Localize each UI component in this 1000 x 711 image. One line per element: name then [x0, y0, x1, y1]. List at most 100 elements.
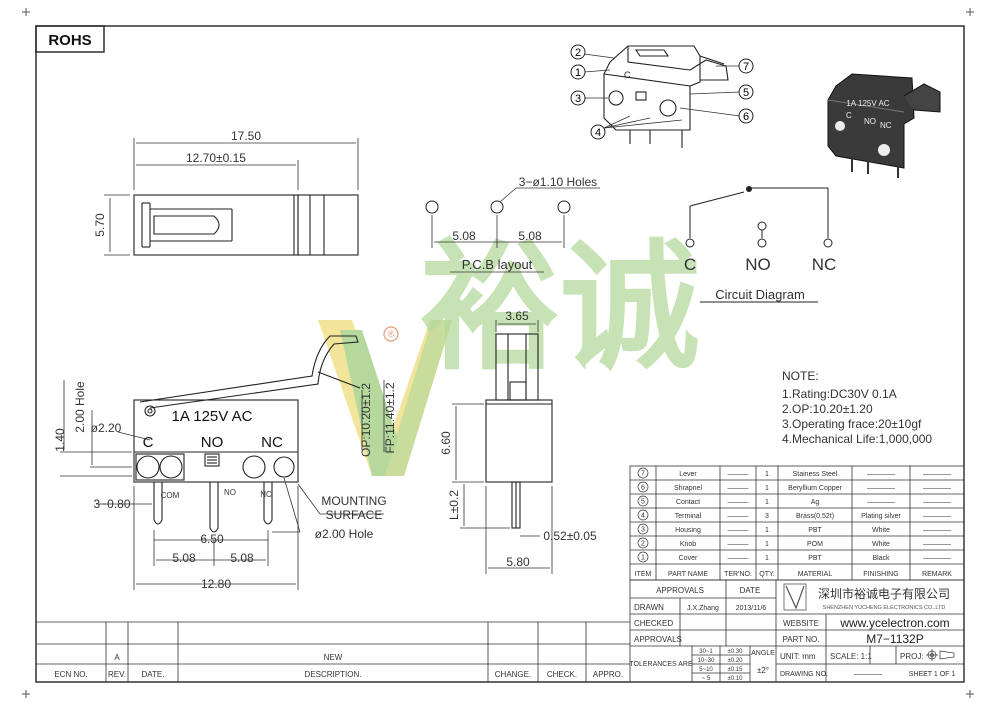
tb-date-hdr: DATE [740, 586, 761, 595]
tb-approvals-hdr: APPROVALS [656, 586, 704, 595]
bom-hdr-qty: QTY. [759, 571, 774, 578]
tb-tol-range-1: 30~1 [699, 649, 713, 655]
dim-2-00-hole: 2.00 Hole [73, 381, 87, 433]
part-no-label: PART NO. [783, 635, 820, 644]
tb-tolerances: TOLERANCES ARE [629, 661, 693, 668]
mounting-label-2: SURFACE [326, 508, 383, 522]
tb-tol-val-3: ±0.15 [728, 667, 744, 673]
bom-cell-name: Cover [679, 555, 698, 562]
dim-d2-00-hole: ø2.00 Hole [315, 527, 374, 541]
dim-l-0-2: L±0.2 [447, 490, 461, 520]
bom-hdr-ter: TER'NO. [724, 571, 752, 578]
rev-hdr-ecn: ECN NO. [54, 670, 87, 679]
bom-hdr-material: MATERIAL [798, 571, 833, 578]
note-2: 2.OP:10.20±1.20 [782, 402, 873, 416]
dim-17-50: 17.50 [231, 129, 261, 143]
bom-hdr-remark: REMARK [922, 571, 952, 578]
iso-view [603, 45, 729, 148]
tb-angle-value: ±2° [757, 666, 769, 675]
note-3: 3.Operating frace:20±10gf [782, 417, 922, 431]
bom-cell-finishing: White [872, 541, 890, 548]
notes-title: NOTE: [782, 369, 819, 383]
iso-view-dark [827, 73, 941, 178]
bom-item-bubble [637, 467, 649, 479]
dim-3-65: 3.65 [505, 309, 529, 323]
bom-cell-qty: 1 [765, 527, 769, 534]
note-1: 1.Rating:DC30V 0.1A [782, 387, 897, 401]
website-label: WEBSITE [783, 619, 819, 628]
dim-6-50: 6.50 [200, 532, 224, 546]
bom-cell-qty: 3 [765, 513, 769, 520]
iso-dark-rating: 1A 125V AC [846, 99, 889, 108]
revision-new: NEW [324, 653, 343, 662]
bom-hdr-finishing: FINISHING [863, 571, 898, 578]
bom-row: 6 Shrapnel ——— 1 Beryllium Copper ———— ———— [637, 481, 951, 493]
bom-cell-remark: ———— [923, 485, 951, 492]
rev-hdr-desc: DESCRIPTION. [305, 670, 362, 679]
callout-5: 5 [743, 87, 749, 99]
drawing-no-label: DRAWING NO. [780, 671, 828, 678]
callout-3: 3 [575, 93, 581, 105]
tb-checked: CHECKED [634, 619, 673, 628]
bom-cell-name: Terminal [675, 513, 702, 520]
bom-cell-finishing: ———— [867, 485, 895, 492]
bom-cell-material: PBT [808, 527, 822, 534]
bom-cell-remark: ———— [923, 527, 951, 534]
pcb-holes-label: 3−ø1.10 Holes [519, 175, 597, 189]
dim-5-08-a: 5.08 [172, 551, 196, 565]
bom-item-number: 4 [641, 513, 645, 520]
bom-cell-name: Shrapnel [674, 485, 702, 492]
tb-angle-label: ANGLE [751, 650, 775, 657]
bom-item-number: 3 [641, 527, 645, 534]
company-name-en: SHENZHEN YUCHENG ELECTRONICS CO.,LTD [823, 605, 946, 611]
bom-cell-qty: 1 [765, 541, 769, 548]
rev-hdr-check: CHECK. [547, 670, 577, 679]
pcb-pitch-1: 5.08 [452, 229, 476, 243]
revision-a: A [114, 653, 120, 662]
pcb-hole-1 [425, 200, 439, 214]
bom-item-number: 6 [641, 485, 645, 492]
pin-no-label: NO [224, 488, 236, 497]
tb-approvals: APPROVALS [634, 635, 682, 644]
rev-hdr-change: CHANGE. [495, 670, 531, 679]
bom-cell-material: PBT [808, 555, 822, 562]
bom-item-bubble [637, 551, 649, 563]
bom-cell-ter: ——— [728, 499, 749, 506]
watermark-logo: 裕诚 ® [318, 229, 700, 476]
bom-cell-finishing: Plating silver [861, 513, 901, 520]
circuit-title: Circuit Diagram [715, 287, 805, 302]
bom-item-number: 1 [641, 555, 645, 562]
bom-cell-finishing: Black [872, 555, 890, 562]
bom-item-bubble [637, 523, 649, 535]
bom-cell-qty: 1 [765, 555, 769, 562]
corner-ticks [22, 8, 974, 698]
bom-cell-name: Lever [679, 471, 697, 478]
circuit-pivot [746, 186, 752, 192]
mounting-label-1: MOUNTING [321, 494, 386, 508]
bom-cell-ter: ——— [728, 485, 749, 492]
bom-cell-remark: ———— [923, 555, 951, 562]
revision-grid [36, 621, 630, 682]
bom-cell-name: Knob [680, 541, 696, 548]
bom-cell-material: Beryllium Copper [788, 485, 842, 492]
rev-hdr-rev: REV. [108, 670, 126, 679]
bom-cell-ter: ——— [728, 513, 749, 520]
note-4: 4.Mechanical Life:1,000,000 [782, 432, 932, 446]
company-logo [783, 583, 807, 611]
pcb-title: P.C.B layout [462, 257, 533, 272]
terminal-no-label: NO [201, 434, 224, 451]
tb-tol-range-3: 5~10 [699, 667, 713, 673]
part-no-value: M7−1132P [866, 632, 924, 646]
tb-tol-val-2: ±0.20 [728, 658, 744, 664]
bom-grid [629, 465, 965, 581]
dim-5-80: 5.80 [506, 555, 530, 569]
rating-label: 1A 125V AC [172, 408, 253, 425]
side-view-dims [452, 320, 553, 574]
dim-d2-20: ø2.20 [91, 421, 122, 435]
terminal-c-label: C [143, 434, 154, 451]
bom-cell-material: Stainess Steel [793, 471, 838, 478]
iso-dark-nc: NC [880, 121, 892, 130]
bom-cell-qty: 1 [765, 485, 769, 492]
